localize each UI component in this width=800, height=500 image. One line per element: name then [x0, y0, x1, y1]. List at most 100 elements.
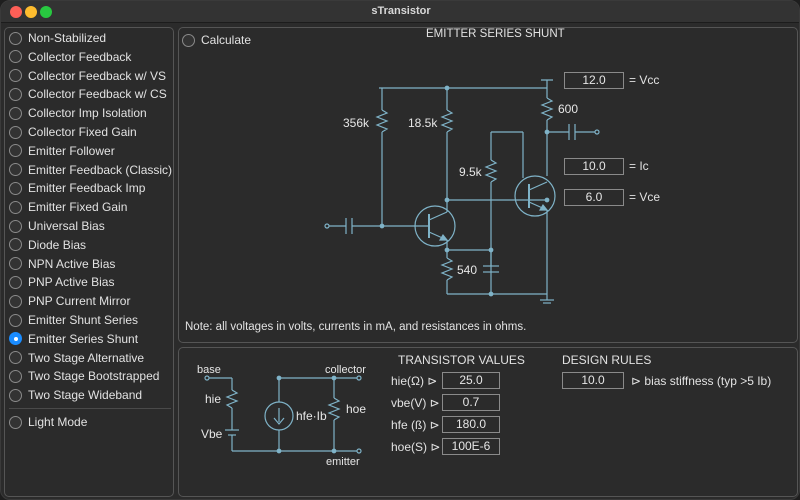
- sidebar-item-collector-feedback-w-vs[interactable]: Collector Feedback w/ VS: [9, 68, 166, 84]
- vcc-field[interactable]: 12.0: [564, 72, 624, 89]
- sidebar-radio[interactable]: [9, 369, 22, 383]
- sidebar-radio[interactable]: [9, 144, 22, 158]
- sidebar-radio[interactable]: [9, 351, 22, 365]
- sidebar-item-collector-feedback-w-cs[interactable]: Collector Feedback w/ CS: [9, 86, 167, 102]
- sidebar-item-npn-active-bias[interactable]: NPN Active Bias: [9, 256, 115, 272]
- sidebar-radio[interactable]: [9, 332, 22, 346]
- transistor-model-panel: base collector emitter hie Vbe hfe·Ib ho…: [178, 347, 798, 497]
- sidebar-item-pnp-active-bias[interactable]: PNP Active Bias: [9, 274, 114, 290]
- sidebar-radio[interactable]: [9, 69, 22, 83]
- sidebar-radio[interactable]: [9, 313, 22, 327]
- transistor-value-field[interactable]: 180.0: [442, 416, 500, 433]
- r4-label: 540: [457, 263, 477, 277]
- ic-field[interactable]: 10.0: [564, 158, 624, 175]
- r5-label: 600: [558, 102, 578, 116]
- calculate-option[interactable]: Calculate: [182, 32, 251, 48]
- sidebar-radio[interactable]: [9, 125, 22, 139]
- r2-label: 18.5k: [408, 116, 438, 130]
- transistor-value-label: hie(Ω) ⊳: [391, 374, 438, 388]
- sidebar-item-label: Two Stage Bootstrapped: [28, 369, 160, 384]
- sidebar-radio[interactable]: [9, 219, 22, 233]
- circuit-panel: Calculate EMITTER SERIES SHUNT: [178, 27, 798, 343]
- vce-field[interactable]: 6.0: [564, 189, 624, 206]
- sidebar-item-emitter-feedback-classic[interactable]: Emitter Feedback (Classic): [9, 162, 172, 178]
- hoe-label: hoe: [346, 402, 366, 416]
- r1-label: 356k: [343, 116, 370, 130]
- transistor-value-field[interactable]: 100E-6: [442, 438, 500, 455]
- calculate-label: Calculate: [201, 33, 252, 47]
- transistor-values-heading: TRANSISTOR VALUES: [398, 353, 525, 367]
- light-mode-label: Light Mode: [28, 415, 88, 429]
- design-rules-heading: DESIGN RULES: [562, 353, 652, 367]
- maximize-window-button[interactable]: [40, 6, 52, 18]
- title-bar: sTransistor: [1, 1, 799, 23]
- transistor-value-field[interactable]: 25.0: [442, 372, 500, 389]
- sidebar-item-pnp-current-mirror[interactable]: PNP Current Mirror: [9, 293, 130, 309]
- emitter-terminal-label: emitter: [326, 456, 360, 468]
- sidebar-item-label: Collector Feedback w/ VS: [28, 68, 167, 83]
- sidebar-item-two-stage-wideband[interactable]: Two Stage Wideband: [9, 387, 142, 403]
- sidebar-radio[interactable]: [9, 238, 22, 252]
- sidebar-item-two-stage-alternative[interactable]: Two Stage Alternative: [9, 350, 144, 366]
- sidebar-divider: [9, 408, 171, 409]
- sidebar-radio[interactable]: [9, 388, 22, 402]
- sidebar-item-label: Emitter Feedback (Classic): [28, 162, 173, 177]
- window-title: sTransistor: [371, 5, 431, 17]
- hybrid-model-diagram: base collector emitter hie Vbe hfe·Ib ho…: [197, 364, 366, 468]
- units-note: Note: all voltages in volts, currents in…: [185, 321, 527, 333]
- circuit-title: EMITTER SERIES SHUNT: [426, 28, 565, 40]
- sidebar-item-label: Two Stage Wideband: [28, 388, 143, 403]
- sidebar-radio[interactable]: [9, 294, 22, 308]
- sidebar-item-emitter-fixed-gain[interactable]: Emitter Fixed Gain: [9, 199, 127, 215]
- sidebar-item-emitter-shunt-series[interactable]: Emitter Shunt Series: [9, 312, 138, 328]
- sidebar-item-label: PNP Current Mirror: [28, 294, 131, 309]
- hie-label: hie: [205, 392, 221, 406]
- sidebar-item-diode-bias[interactable]: Diode Bias: [9, 237, 86, 253]
- vcc-label: = Vcc: [629, 73, 660, 87]
- sidebar-item-label: Collector Fixed Gain: [28, 125, 137, 139]
- close-window-button[interactable]: [10, 6, 22, 18]
- sidebar-radio[interactable]: [9, 181, 22, 195]
- sidebar-radio[interactable]: [9, 87, 22, 101]
- sidebar-item-label: Emitter Feedback Imp: [28, 181, 146, 196]
- vbe-label: Vbe: [201, 427, 223, 441]
- sidebar-item-label: Universal Bias: [28, 219, 105, 233]
- light-mode-option[interactable]: Light Mode: [9, 414, 87, 430]
- sidebar-item-emitter-series-shunt[interactable]: Emitter Series Shunt: [9, 331, 138, 347]
- base-terminal-label: base: [197, 364, 221, 376]
- sidebar-radio[interactable]: [9, 257, 22, 271]
- sidebar-item-collector-fixed-gain[interactable]: Collector Fixed Gain: [9, 124, 137, 140]
- sidebar-item-non-stabilized[interactable]: Non-Stabilized: [9, 30, 106, 46]
- sidebar-item-two-stage-bootstrapped[interactable]: Two Stage Bootstrapped: [9, 368, 159, 384]
- sidebar-item-label: Non-Stabilized: [28, 31, 107, 45]
- sidebar-item-label: Two Stage Alternative: [28, 350, 145, 365]
- transistor-value-field[interactable]: 0.7: [442, 394, 500, 411]
- bias-stiffness-label: ⊳ bias stiffness (typ >5 Ib): [631, 374, 772, 388]
- sidebar-item-label: Emitter Follower: [28, 143, 115, 158]
- light-mode-radio[interactable]: [9, 415, 22, 429]
- bias-stiffness-field[interactable]: 10.0: [562, 372, 624, 389]
- sidebar-item-collector-feedback[interactable]: Collector Feedback: [9, 49, 131, 65]
- sidebar-radio[interactable]: [9, 275, 22, 289]
- sidebar-item-label: Emitter Series Shunt: [28, 331, 139, 346]
- vce-label: = Vce: [629, 190, 661, 204]
- sidebar-radio[interactable]: [9, 106, 22, 120]
- sidebar-item-label: NPN Active Bias: [28, 256, 116, 271]
- hfe-ib-label: hfe·Ib: [296, 409, 327, 423]
- sidebar-radio[interactable]: [9, 200, 22, 214]
- sidebar-radio[interactable]: [9, 31, 22, 45]
- sidebar-item-emitter-feedback-imp[interactable]: Emitter Feedback Imp: [9, 180, 145, 196]
- sidebar-item-label: Collector Imp Isolation: [28, 106, 147, 121]
- minimize-window-button[interactable]: [25, 6, 37, 18]
- calculate-radio[interactable]: [182, 33, 195, 47]
- transistor-value-label: vbe(V) ⊳: [391, 396, 440, 410]
- sidebar-radio[interactable]: [9, 163, 22, 177]
- sidebar-item-universal-bias[interactable]: Universal Bias: [9, 218, 105, 234]
- sidebar-item-emitter-follower[interactable]: Emitter Follower: [9, 143, 115, 159]
- sidebar-radio[interactable]: [9, 50, 22, 64]
- sidebar-item-label: Diode Bias: [28, 237, 87, 252]
- sidebar-item-label: Emitter Fixed Gain: [28, 200, 128, 215]
- sidebar-item-collector-imp-isolation[interactable]: Collector Imp Isolation: [9, 105, 147, 121]
- r3-label: 9.5k: [459, 165, 483, 179]
